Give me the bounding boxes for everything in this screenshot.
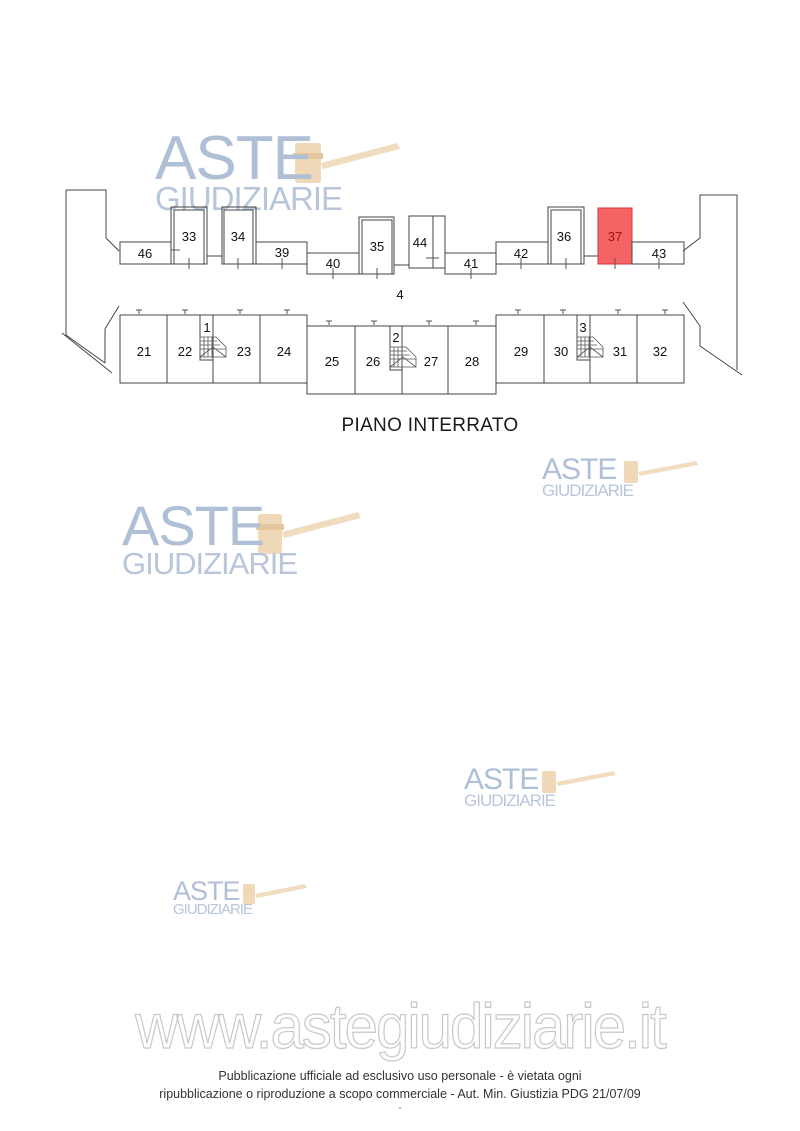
stair-label-2: 2 [392, 330, 399, 345]
watermark-aste: ASTE [464, 763, 539, 796]
right-ramp [682, 194, 738, 370]
watermark-logo-mid-left: ASTE GIUDIZIARIE [122, 498, 362, 588]
watermark-giudiziarie: GIUDIZIARIE [464, 791, 556, 810]
floor-title: PIANO INTERRATO [341, 415, 519, 436]
staircase-icon-3 [576, 336, 604, 358]
watermark-logo-lower-left: ASTE GIUDIZIARIE [173, 876, 307, 923]
staircase-icon-2 [389, 346, 417, 368]
gavel-icon [256, 512, 361, 554]
left-ramp [65, 190, 106, 364]
footer-line-2: ripubblicazione o riproduzione a scopo c… [159, 1087, 641, 1101]
footer-line-3: - [398, 1103, 402, 1114]
unit-32: 32 [653, 344, 667, 359]
watermark-giudiziarie: GIUDIZIARIE [122, 546, 298, 581]
unit-36: 36 [557, 229, 571, 244]
unit-22: 22 [178, 344, 192, 359]
unit-43: 43 [652, 246, 666, 261]
unit-25: 25 [325, 354, 339, 369]
gavel-icon [624, 461, 698, 483]
unit-37[interactable]: 37 [608, 229, 622, 244]
unit-23: 23 [237, 344, 251, 359]
unit-35: 35 [370, 239, 384, 254]
unit-30: 30 [554, 344, 568, 359]
unit-46: 46 [138, 246, 152, 261]
watermark-aste: ASTE [542, 453, 617, 486]
gavel-icon [542, 771, 616, 793]
watermark-url: www.astegiudiziarie.it [135, 991, 668, 1063]
unit-42: 42 [514, 246, 528, 261]
stair-label-3: 3 [579, 320, 586, 335]
floor-plan: 46 33 34 39 40 35 44 41 42 36 37 43 4 21… [61, 189, 743, 395]
unit-39: 39 [275, 245, 289, 260]
unit-21: 21 [137, 344, 151, 359]
gavel-icon [243, 884, 307, 904]
unit-28: 28 [465, 354, 479, 369]
unit-44: 44 [413, 235, 427, 250]
watermark-aste: ASTE [122, 494, 265, 557]
top-row [119, 206, 685, 279]
stair-label-1: 1 [203, 320, 210, 335]
footer-line-1: Pubblicazione ufficiale ad esclusivo uso… [218, 1069, 582, 1083]
unit-37-highlight[interactable] [597, 207, 633, 265]
unit-27: 27 [424, 354, 438, 369]
unit-26: 26 [366, 354, 380, 369]
unit-41: 41 [464, 256, 478, 271]
unit-34: 34 [231, 229, 245, 244]
unit-40: 40 [326, 256, 340, 271]
unit-33: 33 [182, 229, 196, 244]
staircase-icon-1 [199, 336, 227, 358]
watermark-giudiziarie: GIUDIZIARIE [542, 481, 634, 500]
unit-29: 29 [514, 344, 528, 359]
watermark-logo-lower-right: ASTE GIUDIZIARIE [464, 763, 616, 815]
watermark-aste: ASTE [173, 876, 241, 906]
unit-24: 24 [277, 344, 291, 359]
watermark-giudiziarie: GIUDIZIARIE [173, 901, 253, 918]
unit-31: 31 [613, 344, 627, 359]
corridor-label: 4 [396, 287, 403, 302]
watermark-logo-mid-right: ASTE GIUDIZIARIE [542, 453, 698, 505]
